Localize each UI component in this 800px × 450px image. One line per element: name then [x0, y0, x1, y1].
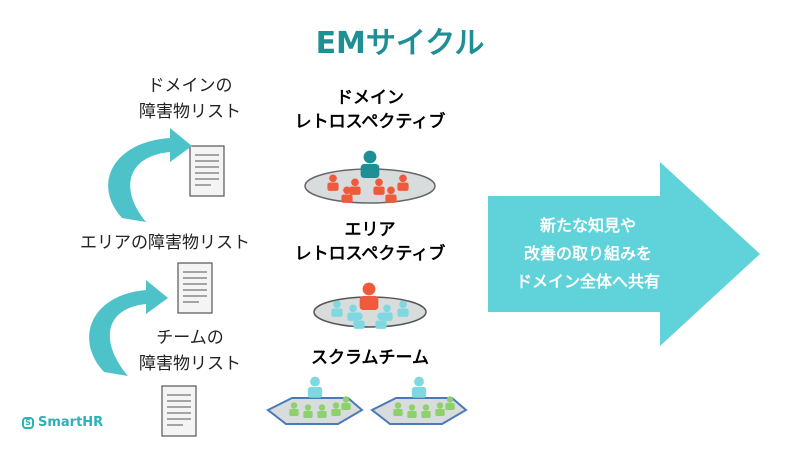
smarthr-logo-icon: S [22, 416, 34, 429]
page-title: EMサイクル [315, 26, 485, 61]
area-retrospective-table [313, 282, 427, 329]
scrum-team-table-2 [370, 376, 468, 425]
domain-obstacle-list-label-line1: ドメインの [147, 76, 233, 96]
domain-obstacle-list-label-line2: 障害物リスト [139, 102, 241, 122]
area-leader-figure [359, 282, 379, 310]
share-arrow-line2: 改善の取り組みを [523, 244, 652, 263]
scrum-team-table-1 [266, 376, 364, 425]
domain-retrospective-label-line2: レトロスペクティブ [294, 112, 446, 132]
team-obstacle-list-label: チームの 障害物リスト [120, 325, 260, 377]
curved-arrow-icon [108, 128, 192, 222]
team-obstacle-list-label-line2: 障害物リスト [139, 354, 241, 374]
area-obstacle-document-icon [177, 262, 213, 314]
team-obstacle-list-label-line1: チームの [156, 328, 224, 348]
area-retrospective-label-line2: レトロスペクティブ [294, 244, 446, 264]
smarthr-logo: S SmartHR [22, 415, 103, 430]
share-arrow-line1: 新たな知見や [539, 216, 636, 235]
smarthr-logo-text: SmartHR [38, 415, 104, 430]
scrum-team-label: スクラムチーム [311, 348, 429, 368]
share-arrow-line3: ドメイン全体へ共有 [515, 272, 660, 291]
area-retrospective-label: エリア レトロスペクティブ [260, 218, 480, 266]
domain-leader-figure [360, 150, 380, 178]
domain-retrospective-label-line1: ドメイン [336, 88, 404, 108]
share-arrow-text: 新たな知見や 改善の取り組みを ドメイン全体へ共有 [488, 212, 688, 296]
domain-retrospective-label: ドメイン レトロスペクティブ [260, 86, 480, 134]
curved-arrow-icon [89, 280, 168, 376]
team-obstacle-document-icon [161, 385, 197, 437]
domain-retrospective-table [304, 150, 436, 204]
domain-obstacle-list-label: ドメインの 障害物リスト [120, 73, 260, 125]
share-arrow-shape [488, 162, 760, 346]
area-obstacle-list-label: エリアの障害物リスト [80, 233, 250, 253]
domain-obstacle-document-icon [189, 145, 225, 197]
area-retrospective-label-line1: エリア [344, 220, 396, 240]
